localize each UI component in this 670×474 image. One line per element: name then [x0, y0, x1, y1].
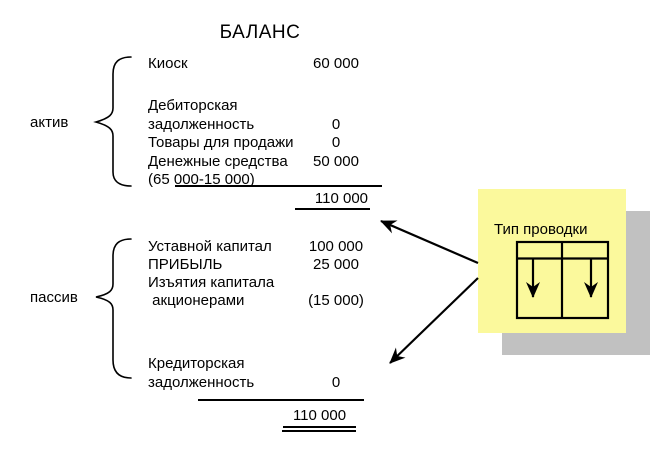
- liabilities-total-second-underline: [282, 430, 356, 432]
- assets-lines: Дебиторская задолженность 0 Товары для п…: [148, 97, 378, 190]
- list-item: (65 000-15 000): [148, 171, 378, 190]
- item-value: (15 000): [308, 292, 364, 309]
- item-label: ПРИБЫЛЬ: [148, 256, 223, 273]
- item-label: Изъятия капитала: [148, 274, 275, 291]
- item-value: 0: [331, 134, 341, 151]
- item-label: задолженность: [148, 373, 255, 391]
- list-item: Уставной капитал 100 000: [148, 238, 378, 256]
- page-title: БАЛАНС: [219, 22, 301, 43]
- item-label: Уставной капитал: [148, 238, 272, 255]
- item-label: задолженность: [148, 115, 255, 133]
- assets-group-label: актив: [30, 114, 69, 131]
- list-item: ПРИБЫЛЬ 25 000: [148, 256, 378, 274]
- item-value: 0: [331, 115, 341, 133]
- liabilities-brace: [95, 238, 132, 379]
- list-item: задолженность 0: [148, 116, 378, 135]
- item-label: (65 000-15 000): [148, 171, 255, 188]
- posting-type-note: [478, 189, 626, 333]
- assets-total: 110 000: [295, 190, 370, 210]
- list-item: Изъятия капитала: [148, 274, 378, 292]
- list-item: Киоск 60 000: [148, 55, 378, 74]
- item-value: 25 000: [313, 256, 359, 273]
- liabilities-total-rule: [198, 399, 364, 401]
- assets-total-rule: [175, 185, 382, 187]
- item-label: Кредиторская: [148, 355, 245, 372]
- item-value: 50 000: [313, 152, 359, 170]
- item-value: 100 000: [308, 238, 364, 255]
- item-label: Дебиторская: [148, 97, 238, 114]
- equity-lines: Уставной капитал 100 000 ПРИБЫЛЬ 25 000 …: [148, 238, 378, 310]
- list-item: Кредиторская: [148, 355, 378, 374]
- liabilities-group-label: пассив: [30, 289, 78, 306]
- assets-brace: [93, 56, 132, 187]
- list-item: Денежные средства 50 000: [148, 153, 378, 172]
- posting-type-label: Тип проводки: [494, 221, 588, 238]
- list-item: задолженность 0: [148, 374, 378, 393]
- list-item: Дебиторская: [148, 97, 378, 116]
- item-value: 0: [331, 373, 341, 391]
- list-item: Товары для продажи 0: [148, 134, 378, 153]
- item-value: 60 000: [313, 55, 359, 72]
- creditor-lines: Кредиторская задолженность 0: [148, 355, 378, 392]
- arrow-to-assets-total-icon: [380, 219, 479, 265]
- liabilities-total: 110 000: [283, 407, 356, 428]
- assets-line-kiosk: Киоск 60 000: [148, 55, 378, 74]
- item-label: акционерами: [148, 292, 245, 309]
- item-label: Киоск: [148, 55, 188, 72]
- arrow-to-liabilities-icon: [389, 277, 479, 364]
- list-item: акционерами (15 000): [148, 292, 378, 310]
- item-label: Товары для продажи: [148, 134, 294, 151]
- item-label: Денежные средства: [148, 152, 288, 170]
